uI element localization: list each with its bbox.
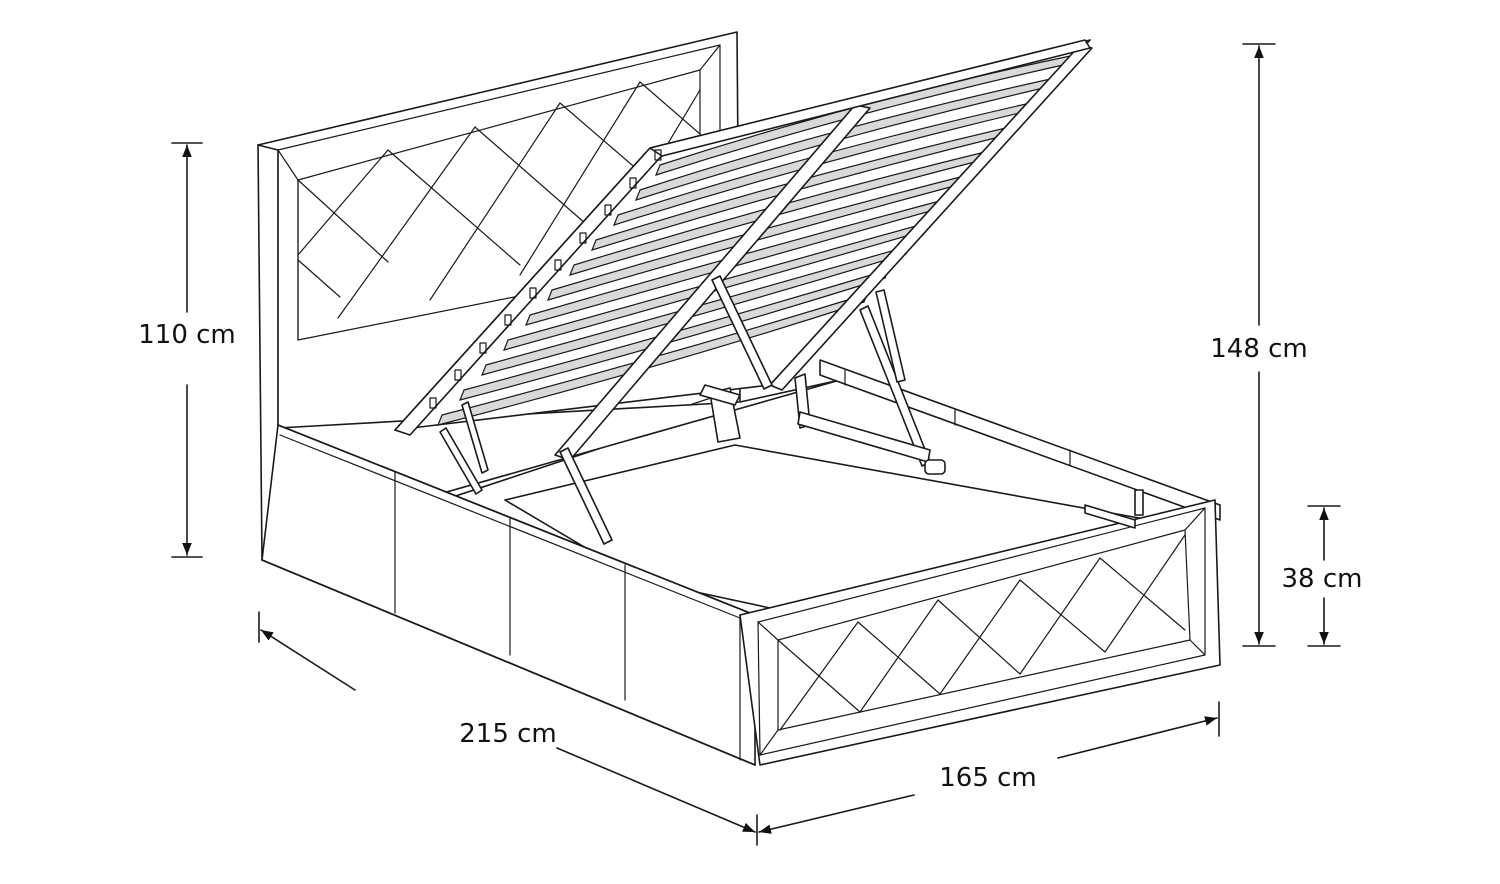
footboard-quilting xyxy=(777,534,1186,731)
dimension-label-38: 38 cm xyxy=(1282,564,1363,594)
gas-lift-mechanism xyxy=(439,275,946,545)
dimension-label-215: 215 cm xyxy=(459,719,557,749)
footboard xyxy=(739,499,1221,766)
bed-base xyxy=(261,359,1221,766)
dimension-label-165: 165 cm xyxy=(939,763,1037,793)
dimension-length: 215 cm xyxy=(258,611,758,846)
dimension-label-110: 110 cm xyxy=(138,320,236,350)
dimension-label-148: 148 cm xyxy=(1210,334,1308,364)
dimension-headboard-height: 110 cm xyxy=(138,142,236,558)
dimension-width: 165 cm xyxy=(758,701,1220,834)
dimension-total-height: 148 cm xyxy=(1210,43,1308,647)
dimension-base-height: 38 cm xyxy=(1282,505,1363,647)
